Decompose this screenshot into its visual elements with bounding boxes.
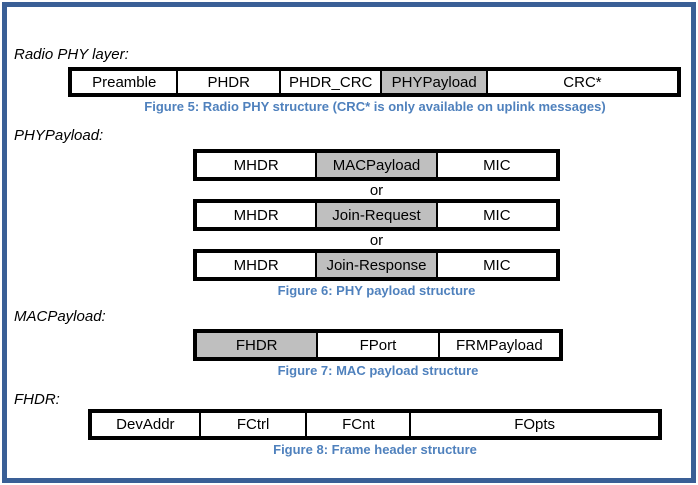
cell-preamble: Preamble bbox=[92, 73, 157, 91]
cell-fport: FPort bbox=[316, 333, 437, 357]
or-separator: or bbox=[369, 182, 384, 199]
figure5-caption: Figure 5: Radio PHY structure (CRC* is o… bbox=[144, 99, 606, 114]
cell-join-response: Join-Response bbox=[315, 253, 436, 277]
cell-devaddr: DevAddr bbox=[116, 416, 175, 433]
cell-fhdr: FHDR bbox=[197, 333, 317, 357]
cell-join-request: Join-Request bbox=[315, 203, 436, 227]
cell-mic: MIC bbox=[435, 253, 556, 277]
phypayload-heading: PHYPayload: bbox=[14, 127, 104, 144]
cell-mic: MIC bbox=[435, 153, 556, 177]
cell-mhdr: MHDR bbox=[233, 206, 279, 224]
radio-phy-layer-heading: Radio PHY layer: bbox=[14, 46, 129, 63]
macpayload-heading: MACPayload: bbox=[14, 308, 106, 325]
cell-mhdr: MHDR bbox=[233, 256, 279, 274]
fhdr-heading: FHDR: bbox=[14, 391, 60, 408]
cell-phdr-crc: PHDR_CRC bbox=[278, 71, 381, 93]
figure7-caption: Figure 7: MAC payload structure bbox=[277, 363, 479, 378]
cell-fopts: FOpts bbox=[409, 413, 658, 436]
cell-mhdr: MHDR bbox=[233, 156, 279, 174]
phy-payload-table-data: MHDR MACPayload MIC bbox=[193, 149, 560, 181]
cell-phdr: PHDR bbox=[176, 71, 279, 93]
phy-payload-table-join-response: MHDR Join-Response MIC bbox=[193, 249, 560, 281]
cell-macpayload: MACPayload bbox=[315, 153, 436, 177]
cell-mic: MIC bbox=[435, 203, 556, 227]
frame-header-table: DevAddr FCtrl FCnt FOpts bbox=[88, 409, 662, 440]
or-separator: or bbox=[369, 232, 384, 249]
mac-payload-table: FHDR FPort FRMPayload bbox=[193, 329, 563, 361]
radio-phy-structure-table: Preamble PHDR PHDR_CRC PHYPayload CRC* bbox=[68, 67, 681, 97]
cell-crc: CRC* bbox=[485, 71, 677, 93]
phy-payload-table-join-request: MHDR Join-Request MIC bbox=[193, 199, 560, 231]
figure8-caption: Figure 8: Frame header structure bbox=[273, 442, 477, 457]
figure6-caption: Figure 6: PHY payload structure bbox=[277, 283, 476, 298]
cell-fcnt: FCnt bbox=[305, 413, 409, 436]
cell-phypayload: PHYPayload bbox=[380, 71, 486, 93]
cell-frmpayload: FRMPayload bbox=[437, 333, 559, 357]
cell-fctrl: FCtrl bbox=[198, 413, 306, 436]
